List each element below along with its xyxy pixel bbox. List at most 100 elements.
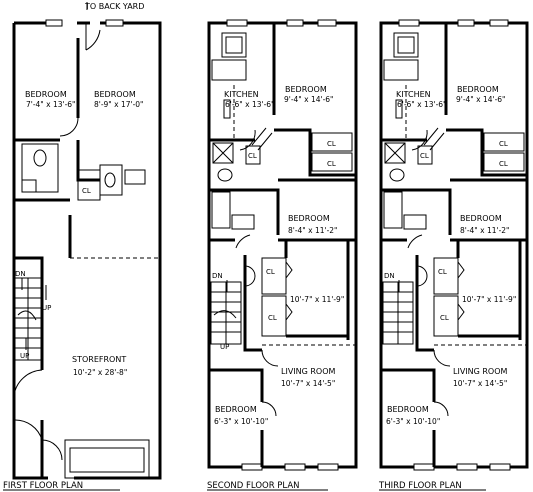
first-bedroom-2-dim: 8'-9" x 17'-0" [94,100,144,109]
third-bedroom-rear-label: BEDROOM [457,85,499,94]
closet [261,257,287,295]
door-swing [59,117,79,137]
fridge [384,142,406,164]
second-living-dim: 10'-7" x 14'-5" [281,379,335,388]
back-door [85,23,101,51]
door-swing [433,349,451,367]
third-floor-stairs [382,281,414,345]
sink [231,214,255,230]
first-bedroom-1-label: BEDROOM [25,90,67,99]
third-floor-exterior-wall [379,21,529,469]
bath-small [99,164,123,196]
window [398,19,420,27]
second-floor-plan: KITCHEN 6'-6" x 13'-6" BEDROOM 9'-4" x 1… [207,19,358,491]
third-cl-3: CL [420,152,429,160]
first-floor-plan: TO BACK YARD CL BEDROOM 7'-4" x 13'-6" B… [3,2,162,491]
to-back-yard-label: TO BACK YARD [84,2,144,11]
third-stair-dn: DN [384,272,395,280]
closet [311,132,353,152]
storefront-window [69,447,145,473]
second-kitchen-dim: 6'-6" x 13'-6" [225,100,275,109]
hall-wall [381,238,434,352]
stove-top [397,36,415,54]
second-cl-5: CL [268,314,277,322]
window [45,19,63,27]
window [241,463,263,471]
third-room-mid-dim: 10'-7" x 11'-9" [462,295,516,304]
closet [433,295,459,337]
second-cl-1: CL [327,140,336,148]
first-floor-caption: FIRST FLOOR PLAN [3,481,83,491]
window [286,19,304,27]
second-bedroom-mid-label: BEDROOM [288,214,330,223]
kitchen-door-swing [411,129,428,151]
kitchen-door-swing [239,129,256,151]
bedroom-partition [14,38,100,182]
third-bedroom-front-dim: 6'-3" x 10'-10" [386,417,440,426]
window [284,463,306,471]
window [226,19,248,27]
kitchen-wall [381,23,448,142]
first-stair-up-2: UP [20,352,29,360]
mid-room-wall [456,240,522,340]
first-bedroom-2-label: BEDROOM [94,90,136,99]
front-bedroom-wall [209,368,264,467]
door-swing [244,265,256,287]
front-stair-arc [13,369,43,396]
first-floor-exterior-wall [12,21,162,480]
door-swing [261,349,279,367]
sink [403,214,427,230]
window [105,19,124,27]
toilet [104,172,116,188]
closet [77,169,101,201]
first-bedroom-1-dim: 7'-4" x 13'-6" [26,100,76,109]
third-cl-5: CL [440,314,449,322]
second-bedroom-mid-dim: 8'-4" x 11'-2" [288,226,338,235]
second-stair-dn: DN [212,272,223,280]
bath-wall [381,188,452,235]
second-floor-exterior-wall [207,21,358,469]
third-bedroom-mid-label: BEDROOM [460,214,502,223]
window [489,19,509,27]
third-living-dim: 10'-7" x 14'-5" [453,379,507,388]
mid-bedroom-wall [278,178,356,242]
second-cl-3: CL [248,152,257,160]
second-bedroom-rear-dim: 9'-4" x 14'-6" [284,95,334,104]
sink [21,179,37,193]
closet-doors [457,261,465,321]
second-living-label: LIVING ROOM [281,367,336,376]
door-swing [407,234,423,249]
first-stair-up-1: UP [42,304,51,312]
door-swing [416,265,428,287]
window [413,463,435,471]
closet [433,257,459,295]
bathtub [383,191,403,229]
third-floor-caption: THIRD FLOOR PLAN [378,481,462,491]
closet [483,152,525,172]
window [457,19,475,27]
counter [383,59,419,81]
third-bedroom-front-label: BEDROOM [387,405,429,414]
bathroom [21,143,59,193]
stove-top [225,36,243,54]
third-cl-4: CL [438,268,447,276]
toilet [389,168,405,182]
third-cl-2: CL [499,160,508,168]
second-room-mid-dim: 10'-7" x 11'-9" [290,295,344,304]
first-stair-dn: DN [15,270,26,278]
second-stair-up: UP [220,343,229,351]
fridge-x [384,142,406,164]
window [317,463,339,471]
first-floor-stairs [13,277,43,361]
third-kitchen-dim: 6'-6" x 13'-6" [397,100,447,109]
fridge [212,142,234,164]
storefront-label: STOREFRONT [72,355,126,364]
toilet [33,149,47,167]
third-cl-1: CL [499,140,508,148]
mid-room-wall [284,240,350,340]
third-kitchen-label: KITCHEN [396,90,431,99]
storefront-dim: 10'-2" x 28'-8" [73,368,127,377]
closet [483,132,525,152]
window [456,463,478,471]
